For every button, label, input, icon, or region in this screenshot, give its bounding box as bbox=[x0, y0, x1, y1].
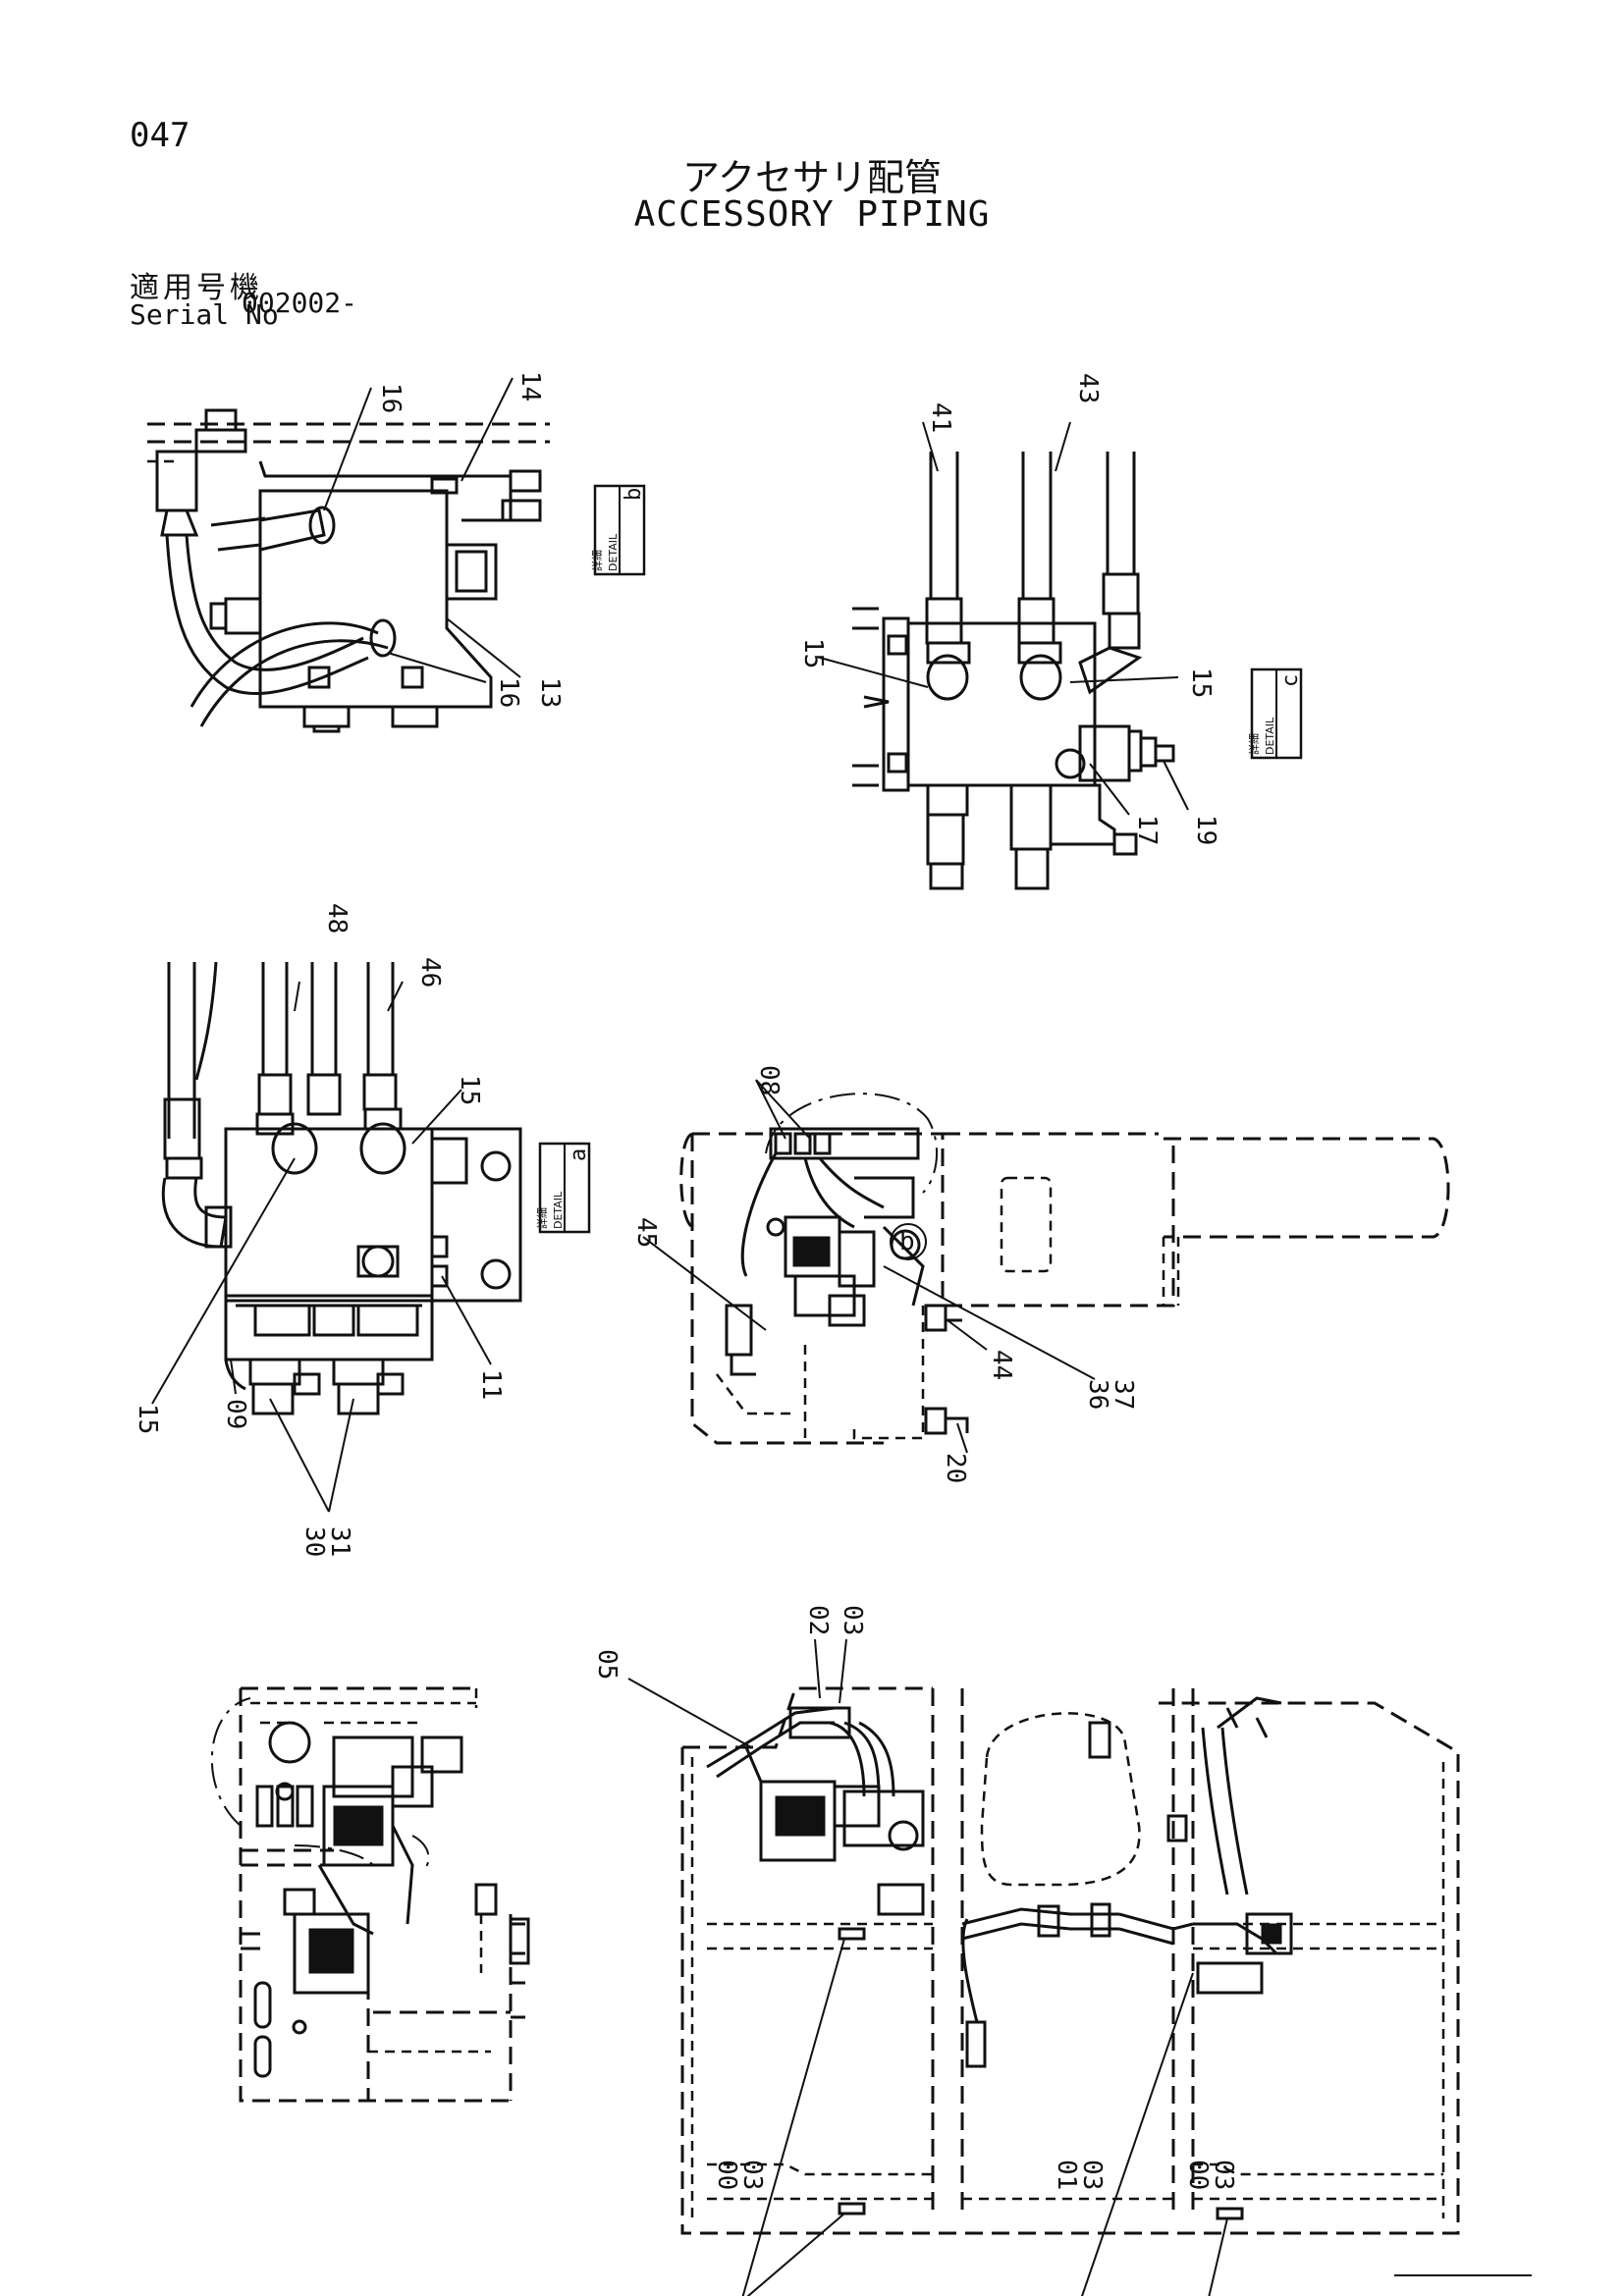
callout-detail-a-1: 46 bbox=[415, 957, 445, 988]
detail-a-label: 詳細 DETAIL a bbox=[535, 1142, 591, 1234]
detail-a-label-en: DETAIL bbox=[552, 1191, 565, 1229]
callout-detail-a-4: 09 bbox=[221, 1399, 250, 1429]
callout-bottom-8: 03 bbox=[1209, 2160, 1238, 2190]
detail-c-label-jp: 詳細 bbox=[1247, 733, 1261, 755]
detail-a-view: 48 46 15 15 09 11 30 31 bbox=[133, 903, 522, 1557]
detail-c-label: 詳細 DETAIL c bbox=[1247, 667, 1303, 760]
callout-detail-c-3: 15 bbox=[1186, 667, 1216, 698]
callout-detail-b-1: 14 bbox=[515, 371, 545, 401]
callout-bottom-7: 00 bbox=[1183, 2160, 1213, 2190]
callout-bottom-2: 05 bbox=[592, 1649, 622, 1680]
serial-label-japanese: 適用号機 bbox=[130, 271, 263, 305]
callout-detail-a-5: 11 bbox=[476, 1369, 506, 1400]
callout-detail-c-1: 43 bbox=[1073, 373, 1103, 403]
callout-bottom-6: 03 bbox=[1077, 2160, 1107, 2190]
callout-detail-a-3: 15 bbox=[133, 1404, 162, 1434]
serial-label: Serial No bbox=[130, 298, 279, 331]
detail-c-view: 41 43 15 15 17 19 bbox=[798, 373, 1220, 890]
callout-detail-a-6: 30 bbox=[299, 1526, 329, 1557]
callout-mid-5: 37 bbox=[1109, 1379, 1138, 1410]
callout-bottom-4: 03 bbox=[737, 2160, 767, 2190]
page-number: 047 bbox=[130, 116, 190, 155]
callout-detail-a-2: 15 bbox=[455, 1075, 484, 1105]
callout-bottom-3: 00 bbox=[712, 2160, 741, 2190]
callout-detail-b-2: 16 bbox=[494, 677, 523, 708]
callout-bottom-1: 03 bbox=[838, 1605, 867, 1635]
callout-bottom-5: 01 bbox=[1052, 2160, 1081, 2190]
callout-mid-4: 36 bbox=[1083, 1379, 1112, 1410]
detail-b-label-jp: 詳細 bbox=[590, 550, 604, 571]
serial-number-value: 002002- bbox=[242, 287, 358, 319]
detail-b-view: 16 14 16 13 bbox=[147, 371, 565, 733]
page-title-japanese: アクセサリ配管 bbox=[681, 156, 943, 199]
callout-detail-c-5: 19 bbox=[1191, 815, 1220, 845]
callout-detail-b-3: 13 bbox=[535, 677, 565, 708]
callout-mid-3: 44 bbox=[987, 1350, 1016, 1380]
callout-mid-2: b bbox=[899, 1227, 915, 1256]
callout-detail-a-7: 31 bbox=[325, 1526, 354, 1557]
callout-detail-b-0: 16 bbox=[376, 383, 406, 413]
detail-b-label: 詳細 DETAIL b bbox=[590, 484, 646, 576]
detail-b-label-en: DETAIL bbox=[607, 533, 620, 571]
detail-a-label-jp: 詳細 bbox=[535, 1207, 549, 1229]
callout-detail-c-4: 17 bbox=[1132, 815, 1162, 845]
callout-mid-6: 20 bbox=[941, 1453, 970, 1483]
side-assembly-view bbox=[210, 1686, 530, 2103]
callout-mid-0: 08 bbox=[754, 1065, 784, 1095]
detail-c-letter: c bbox=[1278, 674, 1303, 687]
detail-a-letter: a bbox=[567, 1148, 591, 1161]
callout-detail-a-0: 48 bbox=[322, 903, 352, 934]
page-title: ACCESSORY PIPING bbox=[633, 194, 991, 235]
frame-assembly-view: 02 03 05 00 03 01 03 00 03 bbox=[592, 1605, 1460, 2296]
detail-b-letter: b bbox=[622, 488, 646, 501]
detail-c-label-en: DETAIL bbox=[1264, 717, 1276, 755]
mid-assembly-view: 08 45 b 44 36 37 20 bbox=[631, 1065, 1450, 1483]
callout-detail-c-0: 41 bbox=[926, 402, 955, 433]
callout-mid-1: 45 bbox=[631, 1217, 661, 1248]
callout-detail-c-2: 15 bbox=[798, 638, 828, 668]
callout-bottom-0: 02 bbox=[803, 1605, 833, 1635]
